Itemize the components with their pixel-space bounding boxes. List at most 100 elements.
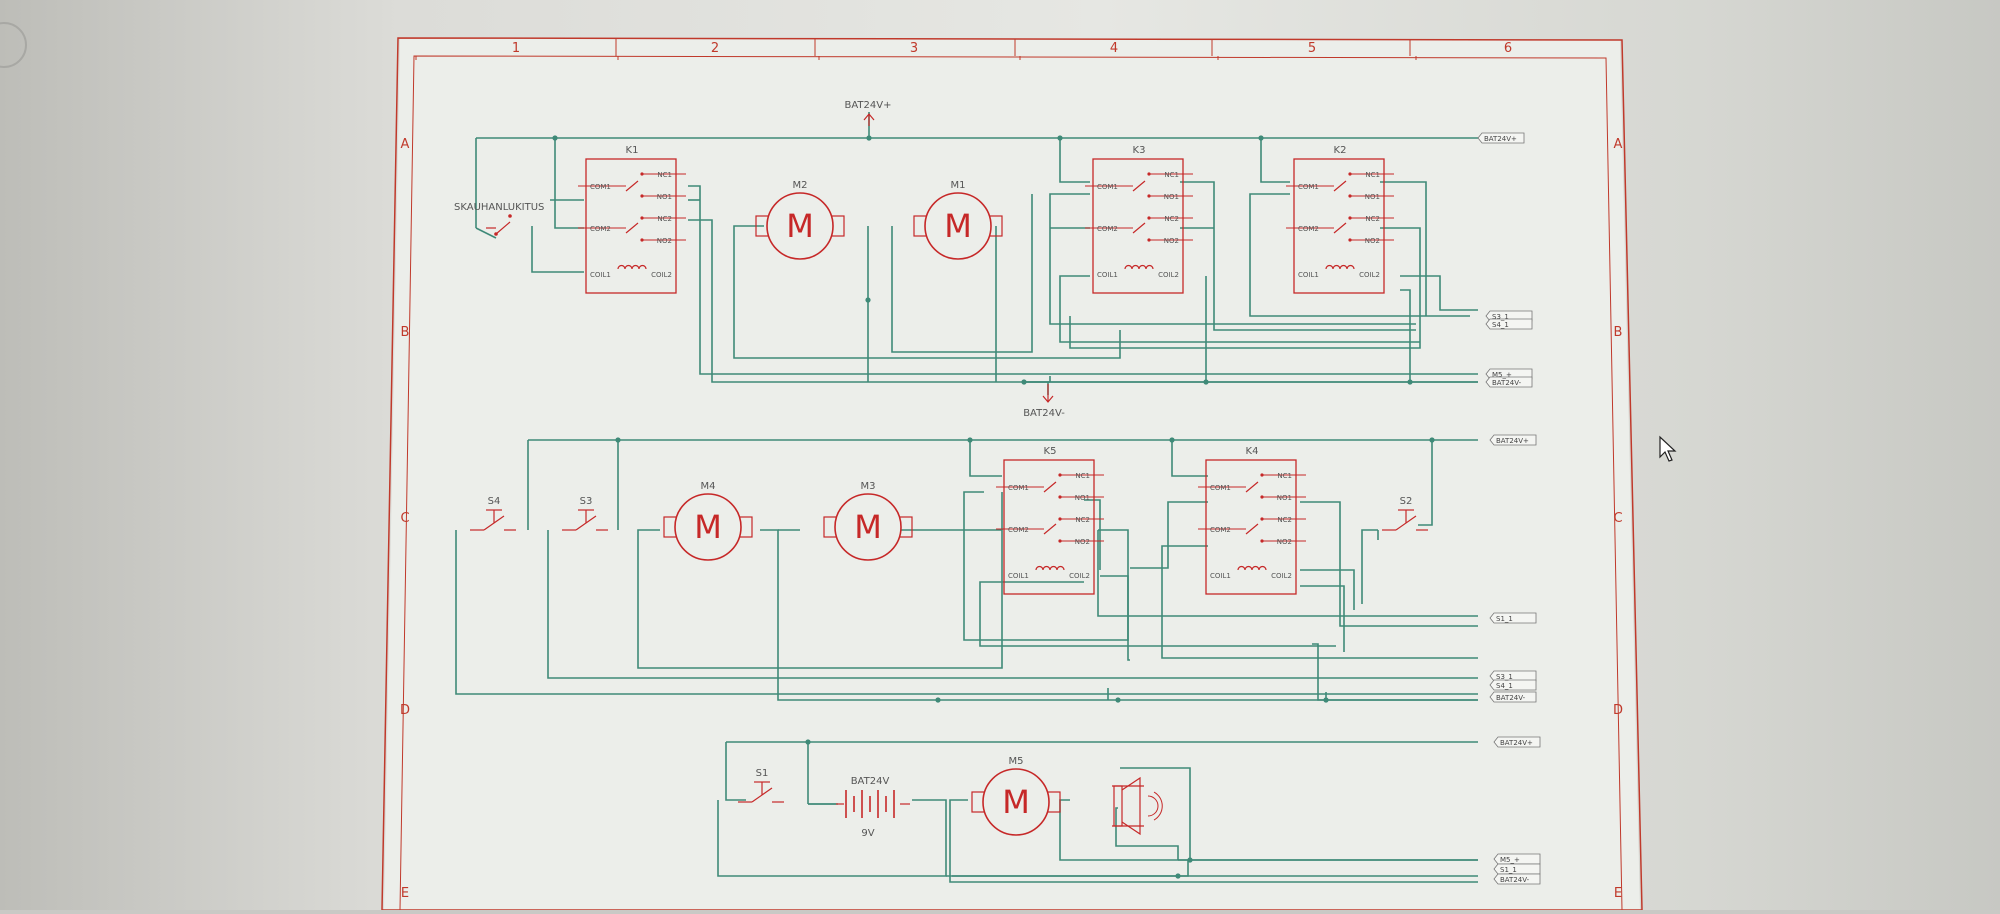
pin-label: COIL1	[1097, 271, 1118, 279]
wire	[547, 530, 1478, 679]
net-port	[1485, 318, 1533, 330]
wire	[554, 138, 584, 229]
port-label: BAT24V+	[1484, 135, 1517, 143]
relay-body	[1003, 459, 1095, 595]
motor-name: M5	[1009, 756, 1024, 767]
port-tag	[1493, 873, 1541, 885]
motor-name: M2	[793, 180, 808, 191]
contact-dot	[1348, 238, 1352, 242]
wire	[1049, 193, 1416, 325]
contact-dot	[1147, 238, 1151, 242]
wire	[949, 799, 1478, 883]
contact-dot	[640, 216, 644, 220]
motor-symbol: M	[854, 508, 882, 546]
contact-dot	[1058, 517, 1062, 521]
row-label-left: E	[401, 886, 409, 901]
switch-contact	[1333, 180, 1347, 192]
switch-contact	[625, 222, 639, 234]
wire	[531, 226, 584, 273]
pin-label: COM1	[1210, 484, 1231, 492]
contact-dot	[1147, 194, 1151, 198]
junction-dot	[552, 135, 558, 141]
port-label: S1_1	[1500, 866, 1517, 874]
pin-label: NC2	[1365, 215, 1380, 223]
motor-symbol: M	[1002, 783, 1030, 821]
pin-label: NC1	[1277, 472, 1292, 480]
switch-contact	[1245, 481, 1259, 493]
wire	[1180, 181, 1416, 331]
pin-label: NC2	[1075, 516, 1090, 524]
motor-m5: M	[971, 768, 1061, 836]
switch-contact	[1043, 481, 1057, 493]
contact-dot	[640, 194, 644, 198]
row-label-left: C	[400, 511, 409, 526]
mouse-cursor-icon	[1659, 435, 1677, 462]
port-tag	[1489, 679, 1537, 691]
pin-label: COM2	[1210, 526, 1231, 534]
coil-loop	[1056, 565, 1065, 571]
contact-dot	[1260, 473, 1264, 477]
switch-contact	[1333, 222, 1347, 234]
wire	[1115, 807, 1179, 860]
contact-dot	[1260, 517, 1264, 521]
junction-dot	[935, 697, 941, 703]
junction-dot	[1021, 379, 1027, 385]
pin-label: COIL1	[1210, 572, 1231, 580]
row-label-left: B	[401, 325, 410, 340]
switch-s2	[1382, 509, 1428, 531]
motor-symbol: M	[786, 207, 814, 245]
wire	[969, 440, 1002, 477]
wire	[1100, 575, 1130, 661]
net-port	[1489, 670, 1537, 682]
battery-value: 9V	[861, 828, 874, 839]
pin-label: NC2	[657, 215, 672, 223]
port-label: S3_1	[1492, 313, 1509, 321]
junction-dot	[1115, 697, 1121, 703]
port-label: BAT24V-	[1500, 876, 1530, 884]
switch-name: SKAUHANLUKITUS	[454, 202, 544, 213]
port-tag	[1489, 434, 1537, 446]
relay-k3	[1085, 158, 1193, 294]
row-label-right: A	[1614, 137, 1623, 152]
column-label: 4	[1110, 41, 1118, 56]
pin-label: NC1	[1075, 472, 1090, 480]
wire	[1400, 289, 1411, 382]
port-tag	[1493, 853, 1541, 865]
switch-name: S3	[580, 496, 593, 507]
wire	[1059, 275, 1420, 343]
relay-k5	[996, 459, 1104, 595]
relay-k4	[1198, 459, 1306, 595]
pin-label: NC1	[657, 171, 672, 179]
junction-dot	[1187, 857, 1193, 863]
pin-label: COIL2	[651, 271, 672, 279]
motor-circle	[766, 192, 834, 260]
relay-name: K5	[1044, 446, 1057, 457]
motor-m2: M	[755, 192, 845, 260]
wire	[1300, 585, 1345, 652]
power-symbol-bat24v-pos	[863, 113, 875, 126]
junction-dot	[967, 437, 973, 443]
port-tag	[1489, 691, 1537, 703]
switch-s4	[470, 509, 516, 531]
pin-label: COM2	[590, 225, 611, 233]
contact-dot	[1348, 172, 1352, 176]
port-tag	[1493, 863, 1541, 875]
buzzer-cone	[1121, 776, 1141, 836]
port-label: M5_+	[1492, 371, 1512, 379]
switch-name: S1	[756, 768, 769, 779]
pin-label: NO2	[1365, 237, 1380, 245]
pin-label: COIL2	[1271, 572, 1292, 580]
motor-name: M1	[951, 180, 966, 191]
switch-contact	[1245, 523, 1259, 535]
row-label-right: D	[1613, 703, 1623, 718]
column-label: 6	[1504, 41, 1512, 56]
pin-label: NO1	[1164, 193, 1179, 201]
wire	[637, 529, 1003, 669]
junction-dots	[552, 135, 1435, 879]
junction-dot	[1203, 379, 1209, 385]
switch-s1	[738, 781, 784, 803]
motor-circle	[924, 192, 992, 260]
net-port	[1489, 612, 1537, 624]
coil-loop	[1145, 264, 1154, 270]
pin-label: COM1	[590, 183, 611, 191]
